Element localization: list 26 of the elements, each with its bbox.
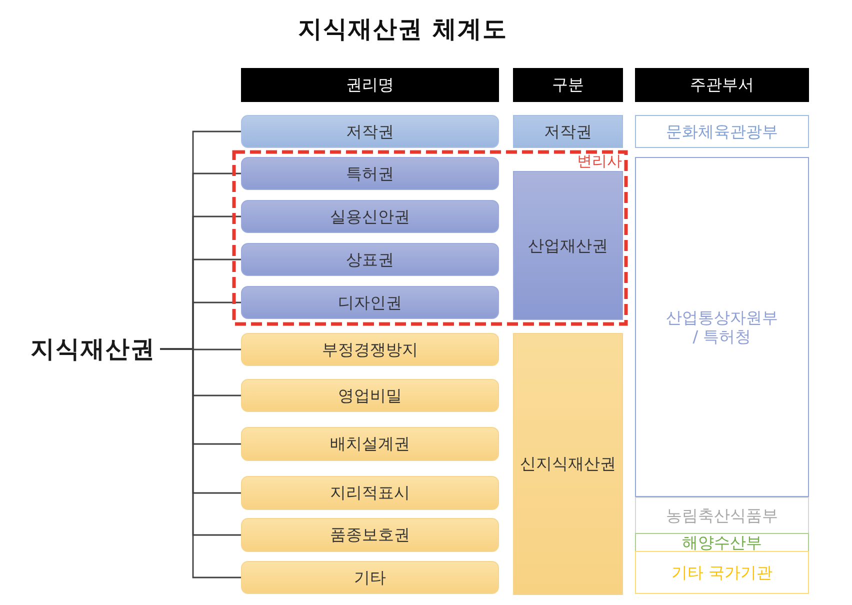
- item-box: 기타: [241, 561, 499, 594]
- category-box: 저작권: [513, 115, 623, 148]
- column-header: 구분: [513, 68, 623, 102]
- department-box: 기타 국가기관: [635, 551, 809, 594]
- item-box: 품종보호권: [241, 518, 499, 552]
- item-box: 영업비밀: [241, 379, 499, 412]
- column-header: 주관부서: [635, 68, 809, 102]
- item-box: 특허권: [241, 157, 499, 190]
- item-box: 상표권: [241, 243, 499, 276]
- department-box: 문화체육관광부: [635, 115, 809, 148]
- root-label: 지식재산권: [26, 332, 160, 366]
- bracket-line: [160, 348, 241, 578]
- item-box: 배치설계권: [241, 427, 499, 461]
- department-box: 농림축산식품부: [635, 497, 809, 534]
- item-box: 저작권: [241, 115, 499, 148]
- column-header: 권리명: [241, 68, 499, 102]
- department-box: 해양수산부: [635, 533, 809, 552]
- item-box: 실용신안권: [241, 200, 499, 233]
- item-box: 지리적표시: [241, 476, 499, 510]
- department-box: 산업통상자원부 / 특허청: [635, 157, 809, 497]
- category-box: 신지식재산권: [513, 333, 623, 595]
- item-box: 디자인권: [241, 286, 499, 319]
- item-box: 부정경쟁방지: [241, 333, 499, 366]
- frame-label: 변리사: [577, 154, 622, 169]
- category-box: 산업재산권: [513, 171, 623, 320]
- title: 지식재산권 체계도: [298, 14, 508, 45]
